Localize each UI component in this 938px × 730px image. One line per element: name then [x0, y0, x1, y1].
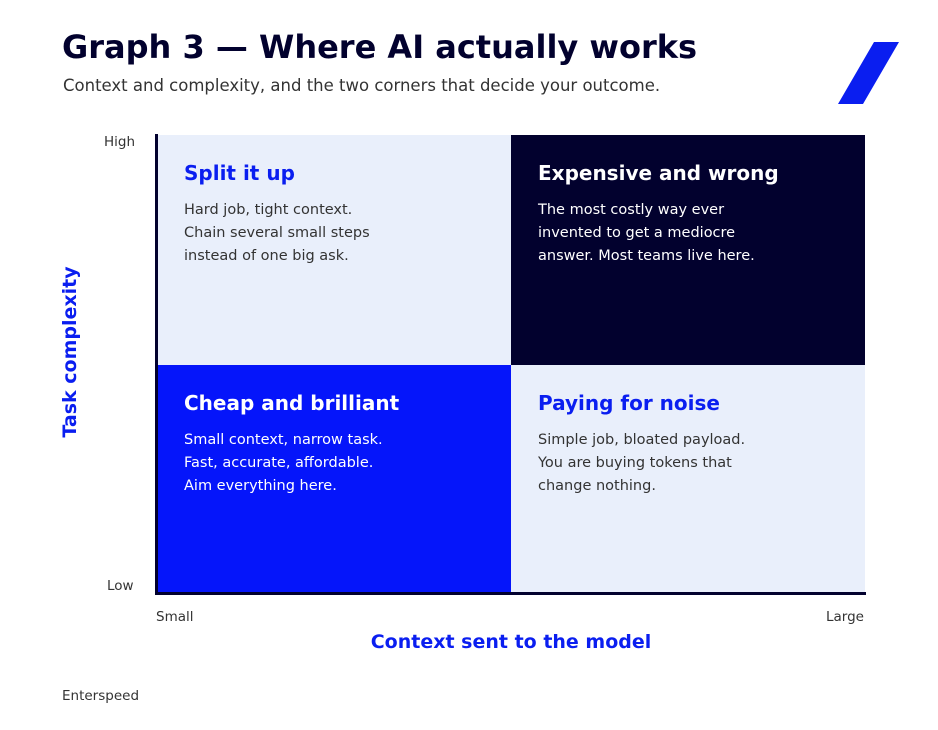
- quadrant-title: Cheap and brilliant: [184, 391, 400, 415]
- x-axis-title: Context sent to the model: [370, 631, 652, 653]
- footer-brand: Enterspeed: [62, 688, 140, 704]
- quadrant-text-line: Hard job, tight context.: [184, 202, 353, 218]
- quadrant-text-line: answer. Most teams live here.: [538, 248, 755, 264]
- y-axis-line: [155, 134, 158, 595]
- y-axis-title: Task complexity: [59, 266, 81, 438]
- quadrant-paying-for-noise: Paying for noise Simple job, bloated pay…: [511, 365, 865, 593]
- quadrant-text-line: Small context, narrow task.: [184, 432, 383, 448]
- x-axis-line: [155, 592, 866, 595]
- quadrant-title: Split it up: [184, 161, 295, 185]
- quadrant-title: Paying for noise: [538, 391, 720, 415]
- y-axis-low-label: Low: [107, 578, 134, 594]
- quadrant-expensive-and-wrong: Expensive and wrong The most costly way …: [511, 135, 865, 365]
- quadrant-split-it-up: Split it up Hard job, tight context. Cha…: [157, 135, 511, 365]
- page-subtitle: Context and complexity, and the two corn…: [63, 76, 661, 95]
- quadrant-text-line: You are buying tokens that: [538, 455, 732, 471]
- x-axis-small-label: Small: [156, 609, 194, 625]
- quadrant-text-line: Simple job, bloated payload.: [538, 432, 746, 448]
- quadrant-text-line: change nothing.: [538, 478, 656, 494]
- quadrant-text-line: Fast, accurate, affordable.: [184, 455, 374, 471]
- quadrant-text-line: The most costly way ever: [538, 202, 725, 218]
- quadrant-text-line: Chain several small steps: [184, 225, 370, 241]
- quadrant-text-line: Aim everything here.: [184, 478, 337, 494]
- quadrant-cheap-and-brilliant: Cheap and brilliant Small context, narro…: [157, 365, 511, 593]
- x-axis-large-label: Large: [826, 609, 864, 625]
- quadrant-title: Expensive and wrong: [538, 161, 779, 185]
- y-axis-high-label: High: [104, 134, 136, 150]
- page-title: Graph 3 — Where AI actually works: [62, 28, 698, 66]
- quadrant-text-line: invented to get a mediocre: [538, 225, 736, 241]
- slash-stripe-icon: [838, 42, 899, 104]
- quadrant-text-line: instead of one big ask.: [184, 248, 349, 264]
